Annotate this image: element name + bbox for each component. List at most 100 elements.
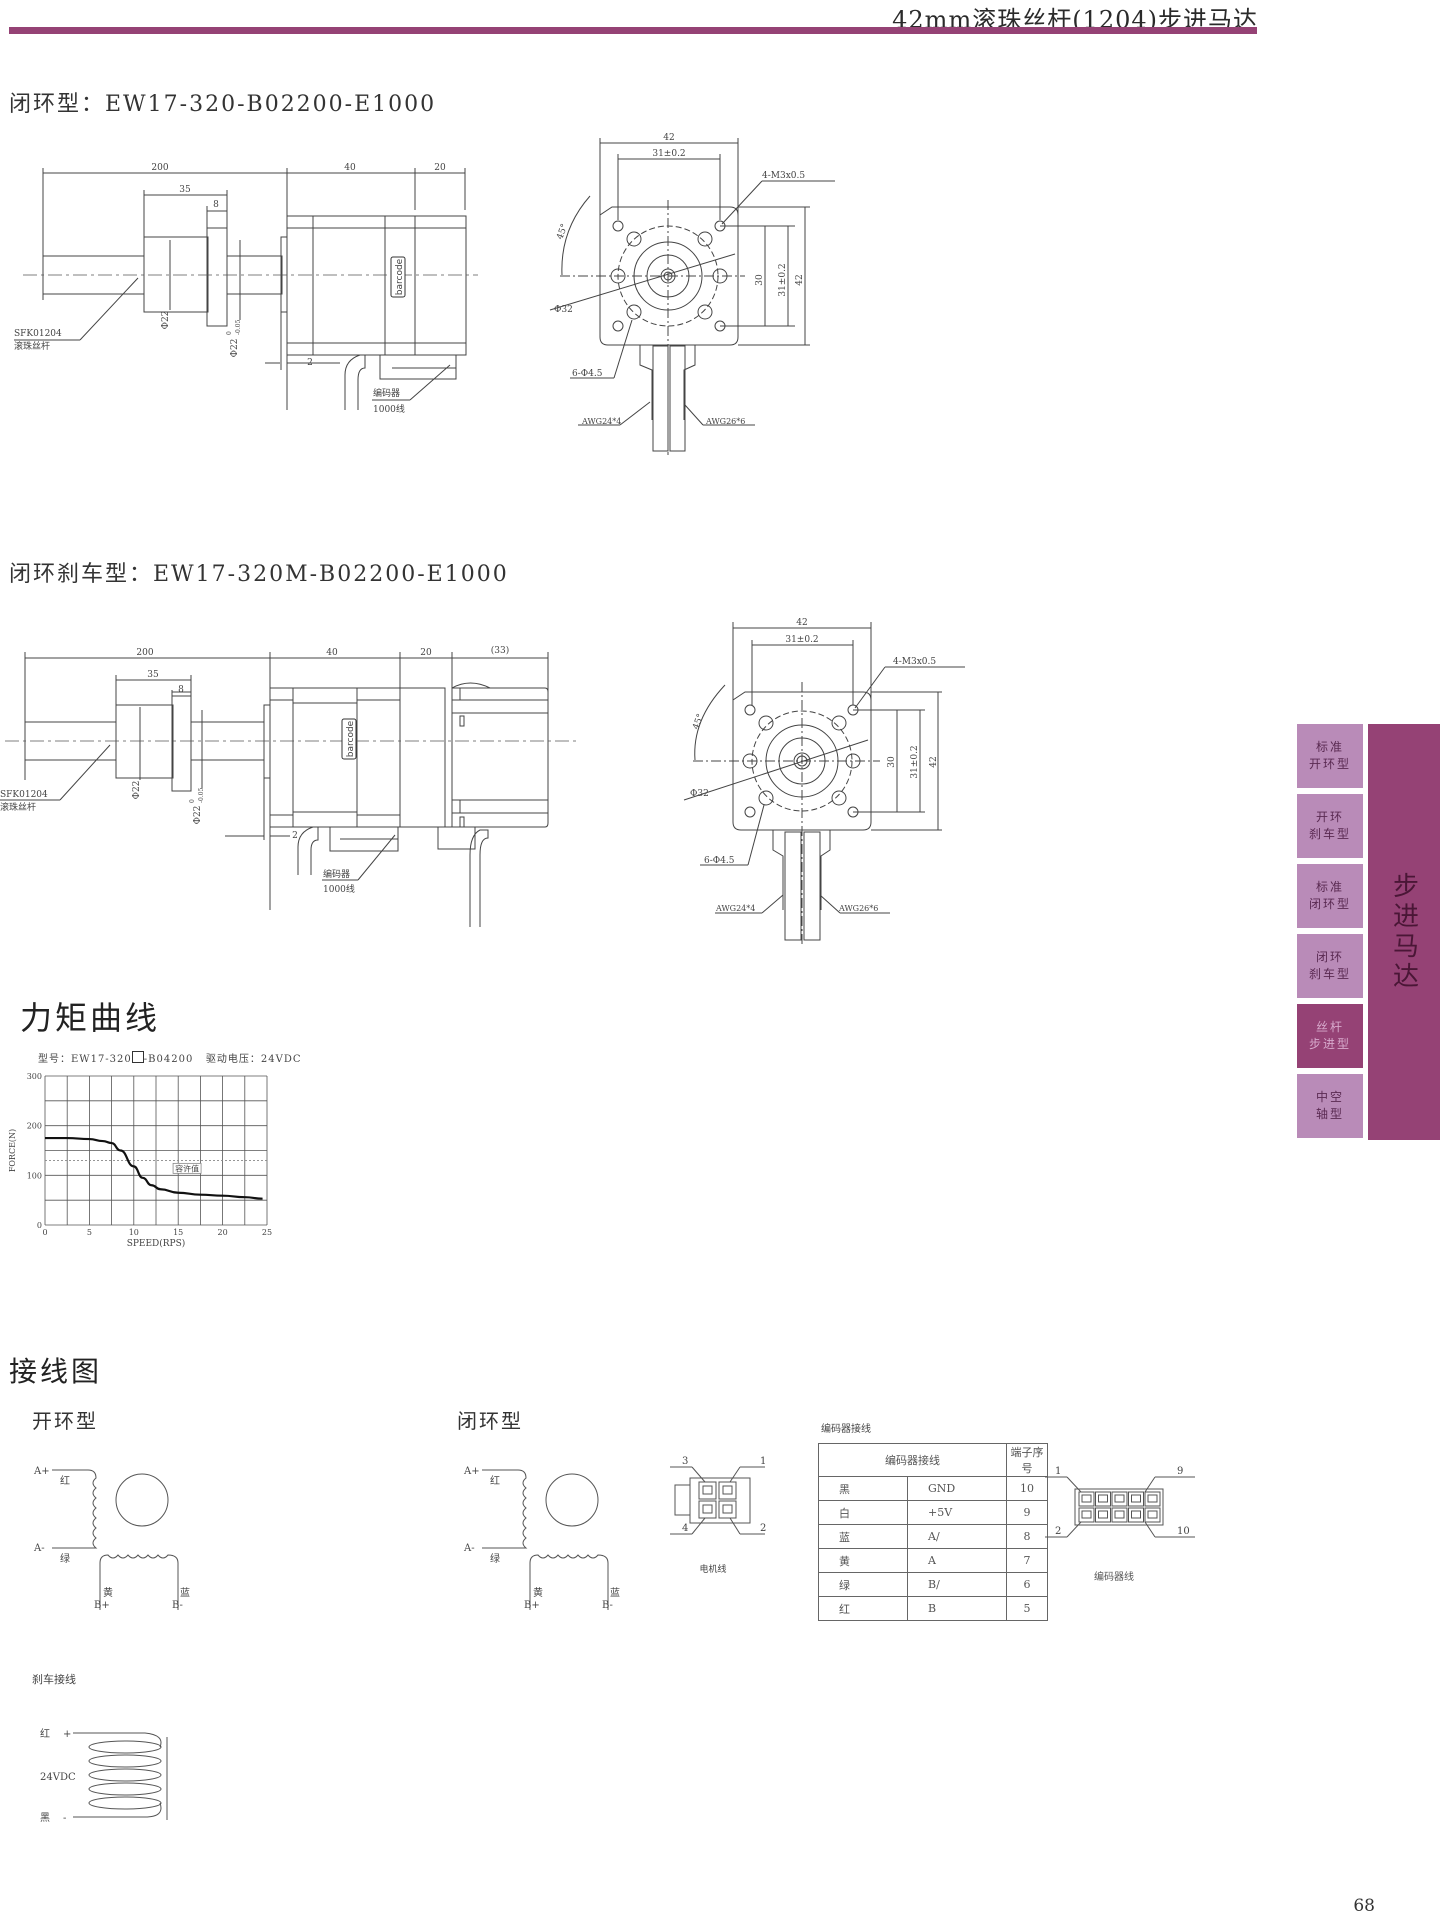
screw-code: SFK01204 xyxy=(14,329,62,339)
chart-grid xyxy=(44,1075,268,1226)
brake-plus: + xyxy=(63,1729,71,1740)
cell-pin: 8 xyxy=(1006,1524,1048,1549)
encoder-pin-contact xyxy=(1131,1510,1141,1519)
x-axis-label: SPEED(RPS) xyxy=(127,1238,186,1249)
model-blank-box xyxy=(131,1051,144,1063)
encoder-pin-slot xyxy=(1128,1507,1144,1523)
cable-encoder: AWG26*6 xyxy=(705,417,745,426)
encoder-pin-slot xyxy=(1144,1507,1161,1523)
page-number: 68 xyxy=(1353,1896,1375,1916)
dim-hole-pitch: 31±0.2 xyxy=(652,149,685,159)
cell-signal: A/ xyxy=(907,1524,1007,1549)
dim-height: 42 xyxy=(929,756,939,767)
encoder-pin-slot xyxy=(1078,1491,1095,1507)
encoder-table-caption: 编码器接线 xyxy=(821,1424,871,1435)
cable-motor: AWG24*4 xyxy=(715,904,755,913)
pin-2: 2 xyxy=(760,1523,766,1534)
cable-encoder: AWG26*6 xyxy=(838,904,878,913)
chart-model-caption: 型号：EW17-320-B04200 驱动电压：24VDC xyxy=(38,1050,302,1065)
cell-pin: 5 xyxy=(1006,1596,1048,1621)
dim-motor: 40 xyxy=(344,163,356,173)
encoder-connector-diagram: 1 9 2 10 xyxy=(1045,1466,1195,1538)
x-tick-label: 15 xyxy=(173,1228,183,1237)
pin-9: 9 xyxy=(1177,1466,1183,1477)
cell-signal: A xyxy=(907,1548,1007,1573)
dim-width: 42 xyxy=(663,133,674,143)
encoder-name: 编码器 xyxy=(373,387,400,399)
angle-label: 45° xyxy=(691,713,706,731)
cell-color: 绿 xyxy=(818,1572,908,1597)
encoder-pin-slot xyxy=(1111,1507,1128,1523)
dia-nut: Φ22 xyxy=(132,781,142,800)
cell-signal: B xyxy=(907,1596,1007,1621)
screw-name: 滚珠丝杆 xyxy=(14,340,50,352)
pin-1: 1 xyxy=(760,1456,766,1467)
dia-pcd: Φ32 xyxy=(554,305,573,315)
encoder-pin-contact xyxy=(1131,1494,1141,1503)
cell-pin: 6 xyxy=(1006,1572,1048,1597)
y-tick-label: 300 xyxy=(27,1072,42,1081)
side-nav-item[interactable]: 丝杆 步进型 xyxy=(1297,1004,1363,1068)
cell-color: 黑 xyxy=(818,1476,908,1501)
barcode-label: barcode xyxy=(395,258,405,295)
dim-motor: 40 xyxy=(326,648,338,658)
a-plus: A+ xyxy=(463,1466,480,1477)
side-nav-item[interactable]: 标准 闭环型 xyxy=(1297,864,1363,928)
dim-flange: 8 xyxy=(213,200,219,210)
cell-pin: 10 xyxy=(1006,1476,1048,1501)
closed-loop-title: 闭环型：EW17-320-B02200-E1000 xyxy=(9,92,437,117)
open-loop-wiring-diagram: A+ 红 A- 绿 黄 蓝 B+ B- xyxy=(33,1466,190,1610)
cell-pin: 9 xyxy=(1006,1500,1048,1525)
side-nav-item[interactable]: 闭环 刹车型 xyxy=(1297,934,1363,998)
encoder-pin-contact xyxy=(1114,1494,1125,1503)
pin-4: 4 xyxy=(682,1523,688,1534)
closed-loop-side-view: barcode 200 40 20 35 8 2 Φ22 Φ22 0 -0.05… xyxy=(14,163,478,415)
b-plus: B+ xyxy=(94,1600,110,1610)
encoder-pin-slot xyxy=(1095,1507,1111,1523)
dim-height-pitch: 31±0.2 xyxy=(778,263,788,296)
encoder-pin-contact xyxy=(1098,1494,1108,1503)
voltage-label: 驱动电压：24VDC xyxy=(205,1054,302,1065)
dim-nut: 35 xyxy=(147,670,159,680)
dim-total: 200 xyxy=(136,648,153,658)
pin-2: 2 xyxy=(1055,1526,1061,1537)
dim-gap: 2 xyxy=(307,358,313,368)
encoder-connector-label: 编码器线 xyxy=(1094,1572,1134,1583)
dim-brake: (33) xyxy=(491,645,509,656)
encoder-name: 编码器 xyxy=(323,868,350,880)
barcode-label: barcode xyxy=(346,720,356,757)
x-tick-label: 10 xyxy=(129,1228,139,1237)
side-tab-label: 步进马达 xyxy=(1388,872,1419,992)
side-nav-item[interactable]: 开环 刹车型 xyxy=(1297,794,1363,858)
dim-encoder: 20 xyxy=(434,163,446,173)
thread-label: 4-M3x0.5 xyxy=(762,171,805,181)
model-suffix: -B04200 xyxy=(143,1054,194,1065)
thread-label: 4-M3x0.5 xyxy=(893,657,936,667)
encoder-pin-contact xyxy=(1081,1494,1092,1503)
red-label: 红 xyxy=(60,1474,70,1487)
wiring-title: 接线图 xyxy=(9,1355,103,1388)
side-tab-stepper-motor[interactable]: 步进马达 xyxy=(1368,724,1440,1140)
cell-color: 红 xyxy=(818,1596,908,1621)
pin-3: 3 xyxy=(682,1456,688,1467)
a-minus: A- xyxy=(463,1543,475,1554)
dim-height-inner: 30 xyxy=(887,756,897,768)
brake-black: 黑 xyxy=(40,1812,50,1824)
dim-encoder: 20 xyxy=(420,648,432,658)
b-minus: B- xyxy=(172,1600,183,1610)
dia-nut: Φ22 xyxy=(161,311,171,330)
dia-flange: Φ22 xyxy=(193,806,203,825)
side-nav-item[interactable]: 标准 开环型 xyxy=(1297,724,1363,788)
encoder-pin-slot xyxy=(1144,1491,1161,1507)
tol-lower: -0.05 xyxy=(198,787,205,803)
side-nav-item[interactable]: 中空 轴型 xyxy=(1297,1074,1363,1138)
force-curve xyxy=(45,1136,263,1200)
allowable-label-box xyxy=(172,1162,202,1174)
dim-hole-pitch: 31±0.2 xyxy=(785,635,818,645)
table-header-row: 编码器接线 端子序号 xyxy=(818,1443,1048,1477)
